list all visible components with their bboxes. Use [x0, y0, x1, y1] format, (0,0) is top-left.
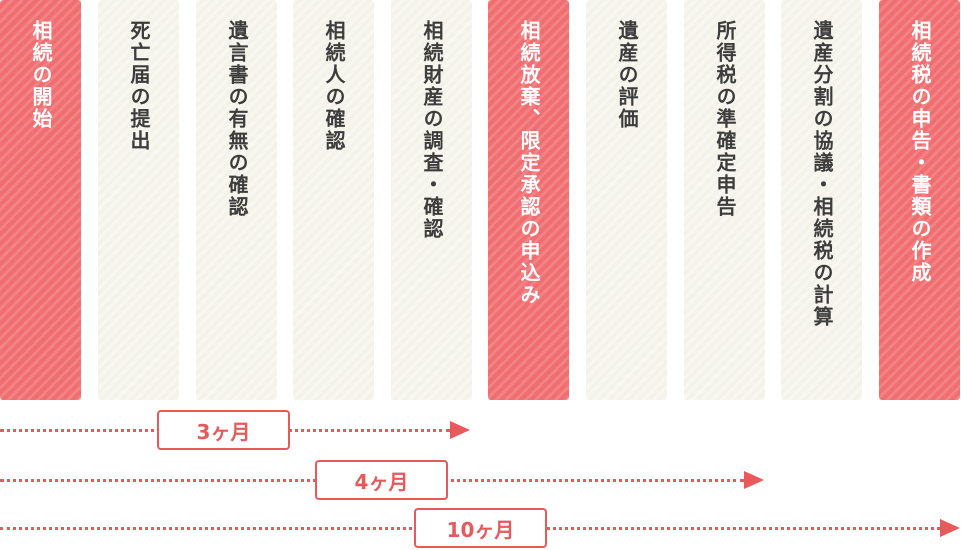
step-label: 遺言書の有無の確認 [225, 20, 249, 218]
step-renunciation-application: 相続放棄、限定承認の申込み [488, 0, 569, 400]
deadline-3-months: 3ヶ月 [0, 410, 470, 450]
arrow-right-icon [744, 471, 764, 489]
step-label: 所得税の準確定申告 [713, 20, 737, 218]
step-label: 死亡届の提出 [127, 20, 151, 152]
step-label: 遺産分割の協議・相続税の計算 [810, 20, 834, 328]
step-label: 相続放棄、限定承認の申込み [517, 20, 541, 306]
step-death-notice: 死亡届の提出 [98, 0, 179, 400]
step-inheritance-start: 相続の開始 [0, 0, 81, 400]
step-label: 相続財産の調査・確認 [420, 20, 444, 240]
step-label: 相続人の確認 [322, 20, 346, 152]
deadline-10-months: 10ヶ月 [0, 508, 960, 548]
deadline-4-months: 4ヶ月 [0, 460, 764, 500]
step-label: 相続税の申告・書類の作成 [908, 20, 932, 284]
arrow-right-icon [450, 421, 470, 439]
step-division-and-tax-calc: 遺産分割の協議・相続税の計算 [781, 0, 862, 400]
step-estate-valuation: 遺産の評価 [586, 0, 667, 400]
step-heirs-check: 相続人の確認 [293, 0, 374, 400]
arrow-right-icon [940, 519, 960, 537]
deadline-label: 3ヶ月 [157, 410, 290, 450]
deadline-label: 10ヶ月 [414, 508, 547, 548]
step-tax-return-filing: 相続税の申告・書類の作成 [879, 0, 960, 400]
step-quasi-final-return: 所得税の準確定申告 [684, 0, 765, 400]
step-estate-survey: 相続財産の調査・確認 [391, 0, 472, 400]
deadline-label: 4ヶ月 [315, 460, 448, 500]
step-label: 遺産の評価 [615, 20, 639, 130]
step-will-check: 遺言書の有無の確認 [196, 0, 277, 400]
step-label: 相続の開始 [29, 20, 53, 130]
